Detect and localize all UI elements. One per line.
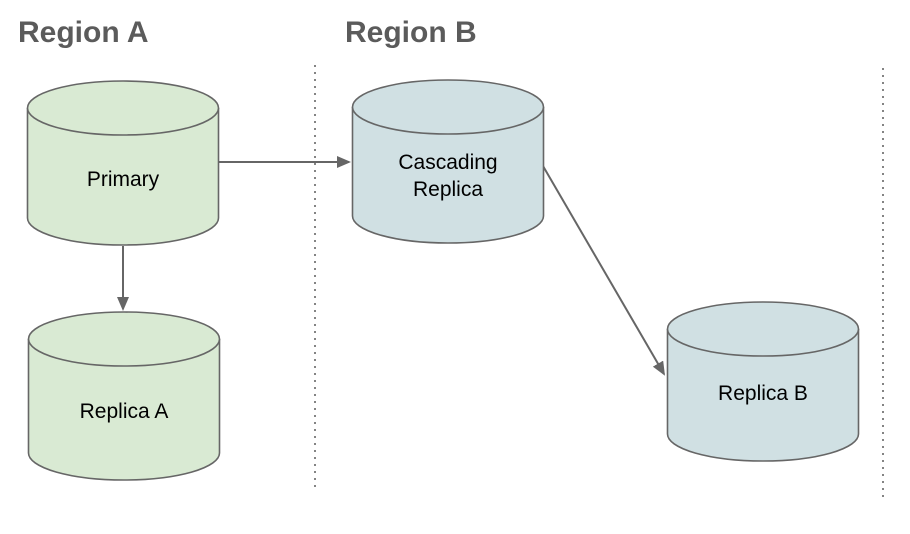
node-replica-a: Replica A: [27, 311, 221, 481]
node-primary: Primary: [26, 80, 220, 246]
cascading-replica-label-line2: Replica: [413, 178, 483, 201]
replica-b-cylinder-top: [666, 301, 860, 357]
region-b-title: Region B: [345, 16, 477, 49]
region-a-title: Region A: [18, 16, 149, 49]
cascading-replica-cylinder-body: [351, 107, 545, 244]
replica-a-cylinder-body: [27, 339, 221, 481]
replica-a-cylinder-top: [27, 311, 221, 367]
edges: [117, 156, 666, 376]
replica-b-label: Replica B: [718, 382, 808, 405]
primary-cylinder-top: [26, 80, 220, 136]
node-cascading-replica: Cascading Replica: [351, 79, 545, 244]
replica-a-label: Replica A: [80, 400, 169, 423]
edge-cascading-replica-to-replica-b: [542, 165, 666, 376]
replica-b-cylinder-body: [666, 329, 860, 462]
cascading-replica-cylinder-top: [351, 79, 545, 135]
node-replica-b: Replica B: [666, 301, 860, 462]
primary-cylinder-body: [26, 108, 220, 246]
cascading-replica-label-line1: Cascading: [398, 151, 497, 174]
primary-label: Primary: [87, 168, 160, 191]
